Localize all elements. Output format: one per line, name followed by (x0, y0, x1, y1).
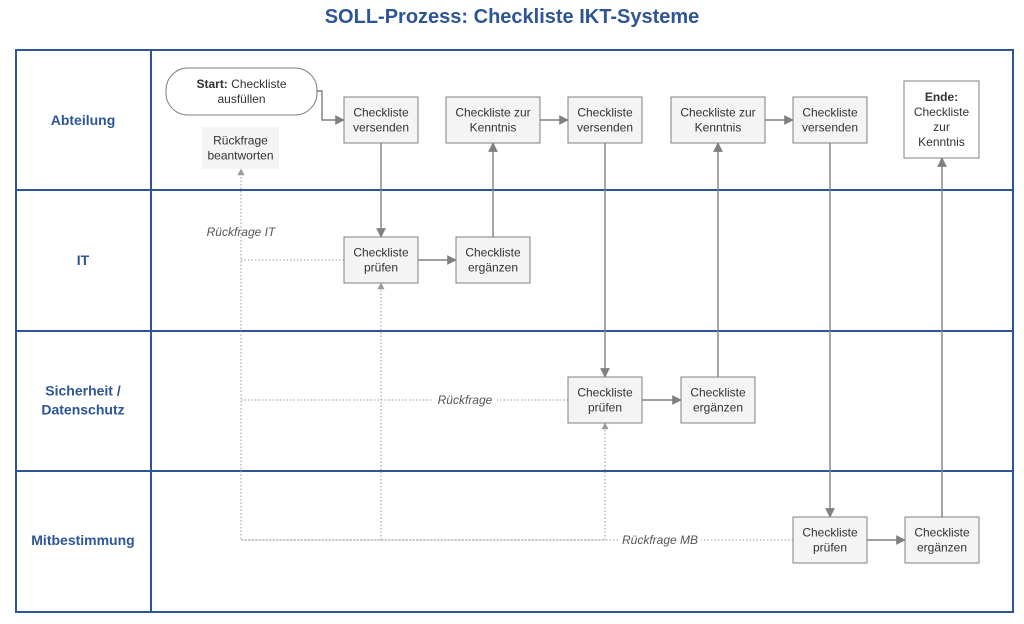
edge-label-bg (618, 532, 702, 548)
pool-frame (15, 49, 1014, 613)
edge-label: Rückfrage (438, 393, 493, 407)
diagram-title: SOLL-Prozess: Checkliste IKT-Systeme (324, 6, 700, 28)
lane-label-it: IT (77, 252, 90, 268)
edge-rueckfrage-beantworten-to-it-pruefen (241, 282, 385, 541)
edge-label-bg (199, 224, 283, 240)
edge-label-bg (433, 392, 497, 408)
edge-label: Rückfrage MB (622, 533, 698, 547)
lane-label-mitbestimmung: Mitbestimmung (31, 532, 134, 548)
edge-start-to-versenden1 (317, 90, 345, 125)
edge-rueckfrage-beantworten-to-sd-pruefen (241, 422, 609, 541)
edge-mb-pruefen-to-rueckfrage-beantworten (237, 168, 793, 541)
lane-label-abteilung: Abteilung (51, 112, 116, 128)
edge-label: Rückfrage IT (207, 225, 277, 239)
lane-label-sicherheit: Sicherheit /Datenschutz (41, 383, 124, 418)
